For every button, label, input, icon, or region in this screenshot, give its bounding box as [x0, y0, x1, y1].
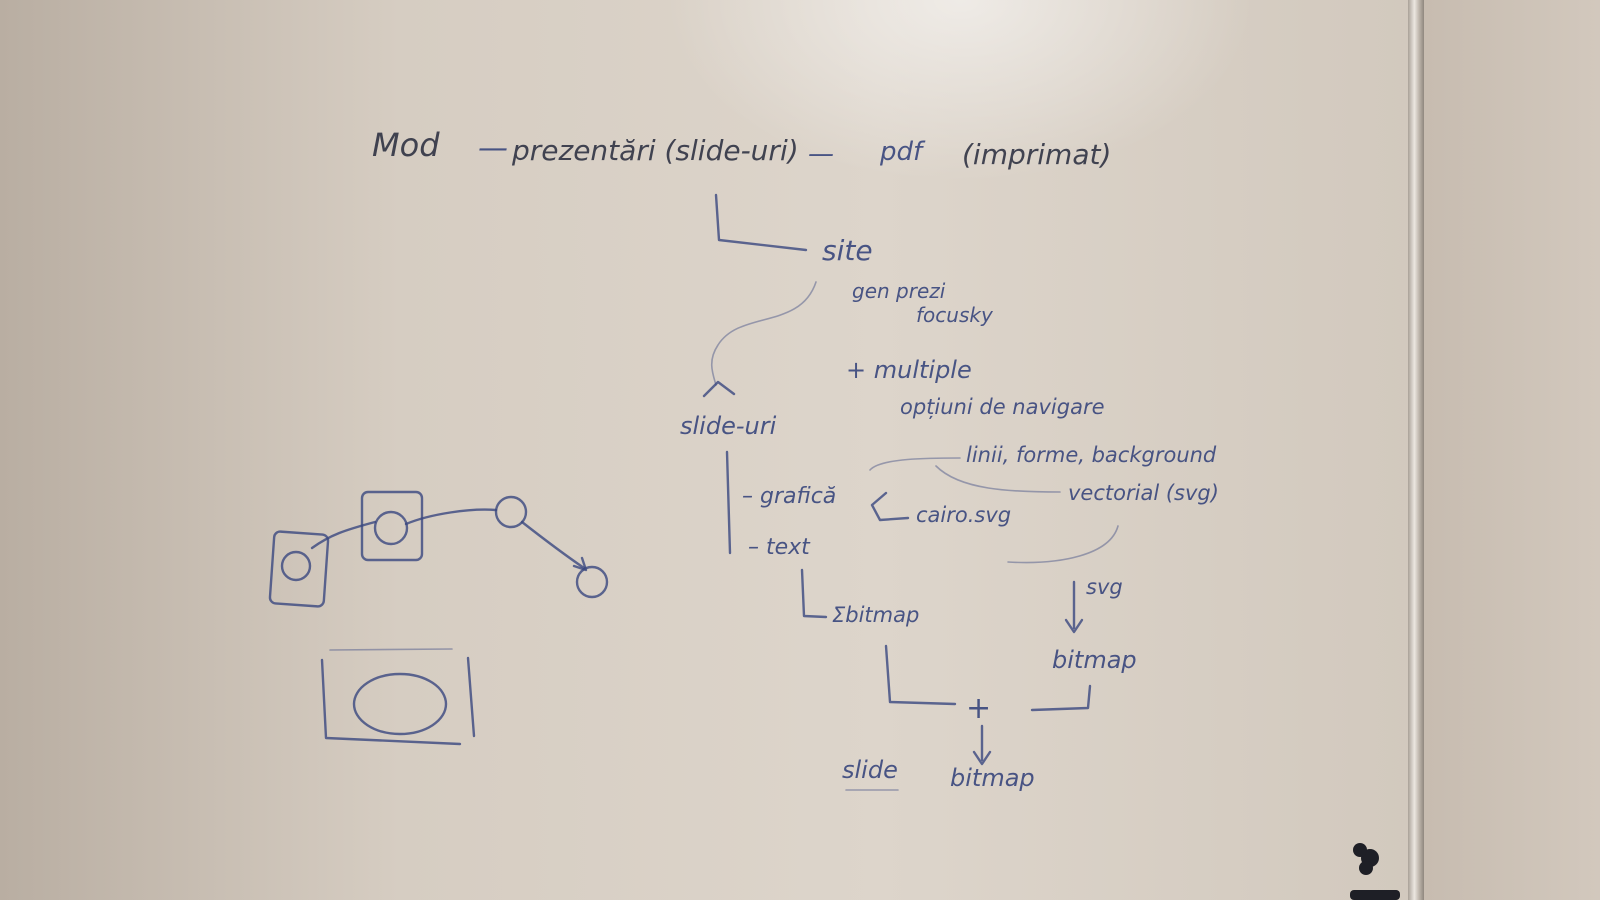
label-svg: svg	[1086, 575, 1123, 599]
big-frame-left	[320, 658, 462, 746]
label-slides: slide-uri	[680, 412, 777, 440]
label-site: site	[822, 234, 873, 267]
frame-sketch-2	[360, 490, 424, 562]
merge-line-left	[884, 644, 957, 706]
label-cairo-svg: cairo.svg	[916, 503, 1011, 527]
label-vectorial: vectorial (svg)	[1068, 481, 1219, 505]
label-plus-multiple: + multiple	[846, 356, 972, 384]
circle-sketch-4	[575, 565, 609, 599]
label-gen-prezi: gen prezi	[852, 279, 946, 303]
label-bitmap-right: bitmap	[1052, 646, 1137, 674]
circle-sketch-3	[494, 495, 528, 529]
path-sketch-1	[310, 520, 377, 550]
whiteboard-frame	[1408, 0, 1424, 900]
label-text: – text	[748, 535, 811, 560]
path-sketch-3	[520, 520, 586, 570]
wall	[1424, 0, 1600, 900]
connector-lines-shapes	[869, 457, 961, 471]
branch-line-site	[714, 193, 808, 252]
title-mod: Mod	[372, 126, 440, 164]
arrow-up-icon	[702, 380, 736, 398]
big-frame-right	[466, 656, 476, 738]
title-pdf: pdf	[879, 137, 926, 167]
connector-site-slides	[710, 281, 817, 386]
arrow-down-icon-2	[972, 750, 992, 766]
label-plus: +	[966, 691, 991, 726]
title-dash-2: —	[808, 139, 834, 169]
title-dash: —	[478, 131, 508, 166]
circle-sketch-1	[280, 550, 312, 582]
magnet-3	[1359, 861, 1373, 875]
big-ellipse	[352, 672, 448, 736]
label-graphics: – grafică	[742, 484, 836, 509]
label-bitmap-bottom: bitmap	[950, 764, 1035, 792]
branch-text	[800, 568, 828, 619]
connector-svg-curve	[1007, 525, 1119, 564]
connector-vectorial	[935, 465, 1061, 493]
arrow-right-icon	[572, 556, 588, 572]
frame-sketch-1	[268, 530, 330, 608]
tree-trunk	[725, 450, 732, 555]
magnet-2	[1353, 843, 1367, 857]
big-frame-top	[329, 648, 453, 651]
title-presentations: prezentări (slide-uri)	[511, 134, 799, 167]
frames-sketch	[268, 490, 609, 746]
label-sum-bitmap: Σbitmap	[832, 603, 919, 627]
label-navigation-options: opțiuni de navigare	[900, 395, 1105, 419]
title-printed: (imprimat)	[962, 138, 1111, 171]
merge-line-right	[1030, 684, 1092, 712]
label-focusky: focusky	[916, 303, 994, 327]
path-sketch-2	[404, 508, 498, 526]
label-slide: slide	[842, 756, 898, 784]
circle-sketch-2	[373, 510, 409, 546]
arrow-down-icon	[1064, 618, 1084, 634]
branch-cairo	[870, 491, 910, 522]
label-lines-shapes: linii, forme, background	[966, 443, 1217, 467]
marker	[1350, 890, 1400, 900]
